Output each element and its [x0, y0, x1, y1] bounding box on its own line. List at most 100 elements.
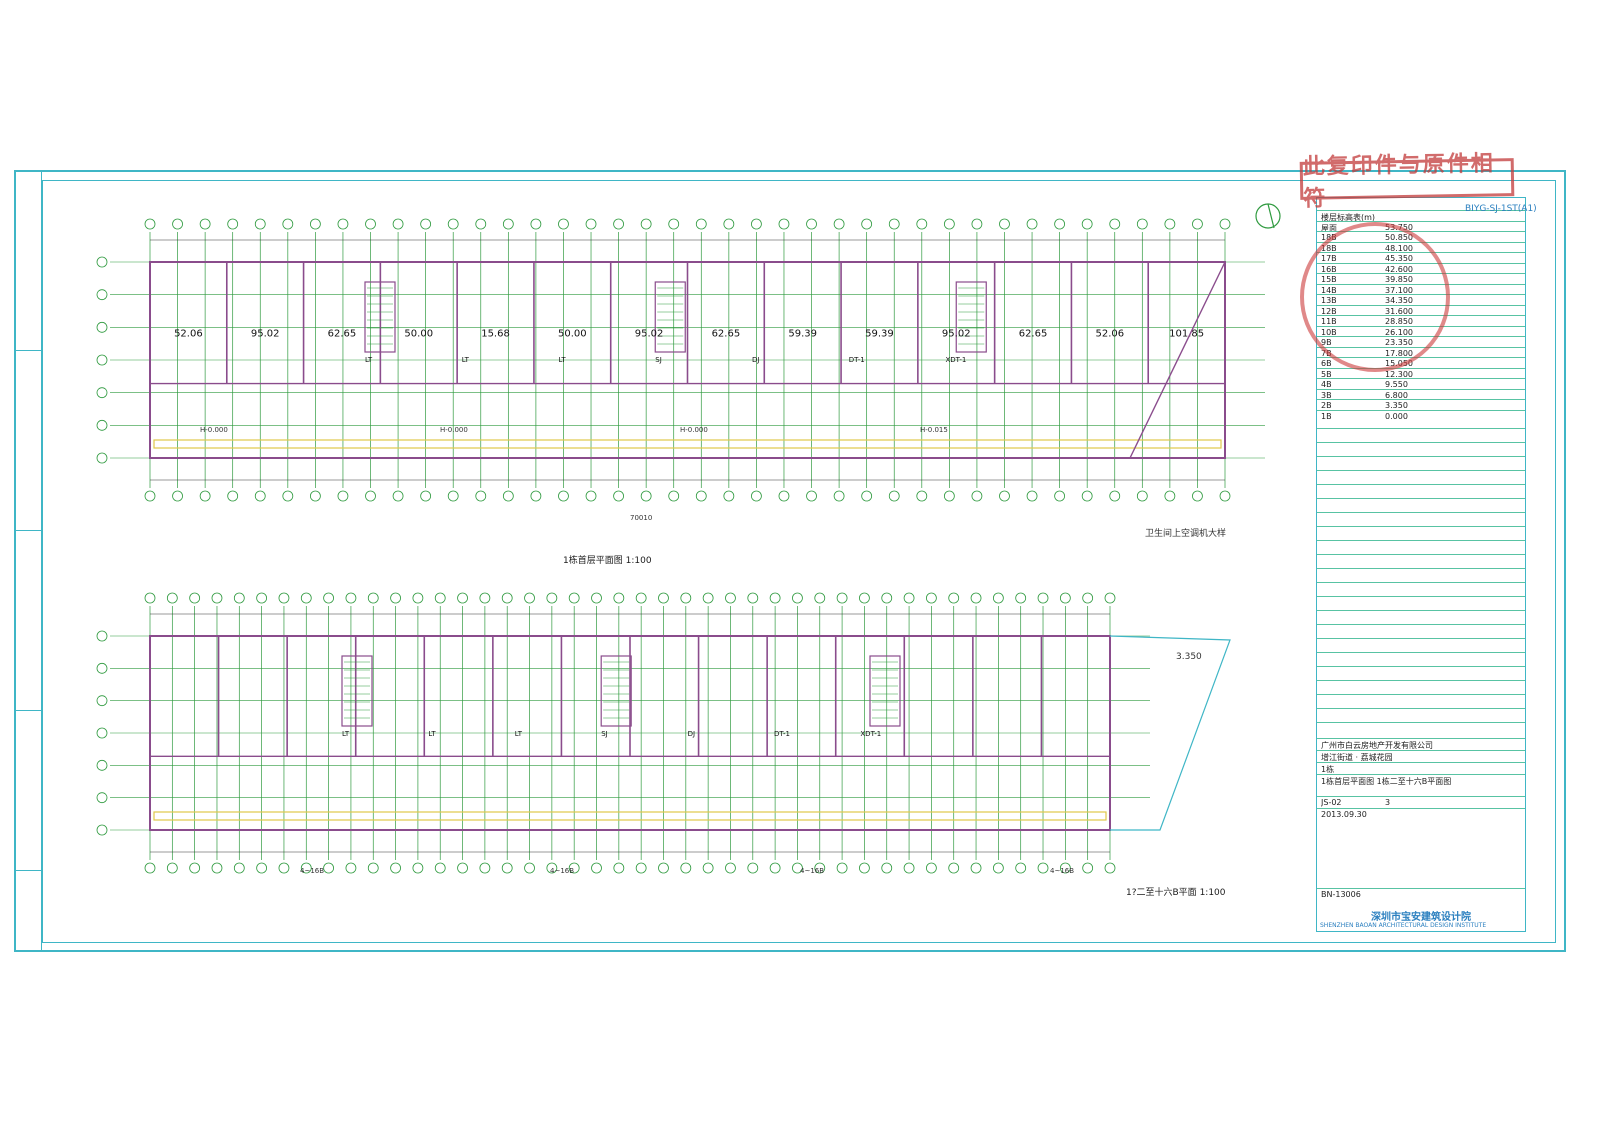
- axis-bubble-top: [881, 592, 893, 604]
- stair-core: [364, 281, 396, 353]
- axis-bubble-bottom: [479, 862, 491, 874]
- axis-bubble-bottom: [1192, 490, 1203, 502]
- axis-bubble-bottom: [658, 862, 669, 874]
- axis-bubble-left: [96, 321, 108, 333]
- axis-bubble-bottom: [233, 862, 245, 874]
- title-block-cell: 增江街道 · 荔城花园: [1321, 753, 1393, 762]
- sheet-title-row: 1栋首层平面图 1栋二至十六B平面图: [1317, 774, 1525, 796]
- axis-bubble-bottom: [558, 490, 569, 502]
- axis-bubble-bottom: [227, 490, 239, 502]
- axis-bubble-top: [725, 592, 736, 604]
- axis-bubble-bottom: [943, 490, 955, 502]
- axis-bubble-top: [420, 218, 432, 230]
- axis-bubble-bottom: [1015, 862, 1027, 874]
- axis-bubble-left: [96, 289, 108, 301]
- axis-bubble-top: [278, 592, 290, 604]
- axis-bubble-bottom: [806, 490, 817, 502]
- title-block-cell: 3B: [1321, 390, 1332, 400]
- axis-bubble-top: [337, 218, 349, 230]
- axis-bubble-top: [814, 592, 826, 604]
- title-block-cell: 广州市白云房地产开发有限公司: [1321, 741, 1433, 750]
- unit-area-label: 50.00: [404, 328, 433, 339]
- axis-bubble-top: [546, 592, 558, 604]
- legend-row: [1317, 582, 1525, 596]
- axis-bubble-top: [1082, 592, 1094, 604]
- axis-bubble-top: [747, 592, 759, 604]
- building-row: 1栋: [1317, 762, 1525, 774]
- date-row: 2013.09.30: [1317, 808, 1525, 820]
- axis-bubble-bottom: [300, 862, 312, 874]
- axis-bubble-bottom: [833, 490, 845, 502]
- axis-bubble-bottom: [166, 862, 178, 874]
- axis-bubble-bottom: [256, 862, 268, 874]
- axis-bubble-top: [479, 592, 491, 604]
- axis-bubble-top: [144, 592, 156, 604]
- axis-bubble-left: [96, 792, 108, 804]
- unit-area-label: 59.39: [788, 328, 817, 339]
- axis-bubble-left: [96, 256, 108, 268]
- axis-bubble-bottom: [792, 862, 803, 874]
- title-block-cell: 12.300: [1385, 369, 1413, 379]
- room-tag: DJ: [688, 730, 695, 738]
- room-tag: DJ: [752, 356, 759, 364]
- axis-bubble-bottom: [725, 862, 736, 874]
- axis-bubble-bottom: [640, 490, 652, 502]
- legend-row: [1317, 638, 1525, 652]
- legend-row: [1317, 596, 1525, 610]
- axis-bubble-bottom: [992, 862, 1004, 874]
- axis-bubble-top: [585, 218, 597, 230]
- axis-bubble-top: [668, 218, 680, 230]
- axis-bubble-left: [96, 695, 108, 707]
- legend-row: [1317, 568, 1525, 582]
- legend-row: [1317, 680, 1525, 694]
- axis-bubble-top: [833, 218, 845, 230]
- elevation-mark: H-0.000: [440, 426, 468, 434]
- room-tag: SJ: [655, 356, 662, 364]
- axis-bubble-top: [412, 592, 424, 604]
- project-number-row: BN-13006: [1317, 888, 1525, 900]
- axis-bubble-top: [723, 218, 735, 230]
- strip-divider: [14, 710, 42, 711]
- axis-bubble-top: [1037, 592, 1049, 604]
- legend-row: [1317, 694, 1525, 708]
- axis-bubble-bottom: [859, 862, 870, 874]
- axis-bubble-top: [778, 218, 790, 230]
- axis-bubble-top: [903, 592, 915, 604]
- legend-row: [1317, 526, 1525, 540]
- axis-bubble-bottom: [172, 490, 183, 502]
- axis-bubble-top: [392, 218, 404, 230]
- unit-area-label: 52.06: [1096, 328, 1125, 339]
- title-block-cell: 3.350: [1385, 401, 1408, 410]
- axis-bubble-bottom: [881, 862, 893, 874]
- axis-bubble-top: [613, 592, 625, 604]
- axis-bubble-top: [948, 592, 960, 604]
- axis-bubble-top: [635, 592, 647, 604]
- axis-bubble-top: [751, 218, 762, 230]
- legend-row: [1317, 722, 1525, 736]
- axis-bubble-bottom: [434, 862, 446, 874]
- room-tag: LT: [365, 356, 373, 364]
- unit-area-label: 95.02: [635, 328, 664, 339]
- axis-bubble-bottom: [613, 490, 624, 502]
- roof-outline: [1109, 635, 1231, 831]
- axis-bubble-top: [1054, 218, 1066, 230]
- axis-bubble-bottom: [903, 862, 915, 874]
- axis-bubble-bottom: [916, 490, 928, 502]
- elevation-mark: H-0.000: [200, 426, 228, 434]
- title-block-cell: JS-02: [1321, 798, 1342, 807]
- axis-bubble-left: [96, 419, 108, 431]
- axis-bubble-bottom: [189, 862, 201, 874]
- sloped-wall: [1129, 261, 1226, 459]
- axis-bubble-bottom: [613, 862, 625, 874]
- axis-bubble-top: [702, 592, 714, 604]
- axis-bubble-bottom: [723, 490, 735, 502]
- axis-bubble-bottom: [668, 490, 680, 502]
- axis-bubble-top: [836, 592, 848, 604]
- unit-area-label: 15.68: [481, 328, 510, 339]
- axis-bubble-top: [1015, 592, 1027, 604]
- axis-bubble-left: [96, 630, 108, 642]
- axis-bubble-top: [558, 218, 569, 230]
